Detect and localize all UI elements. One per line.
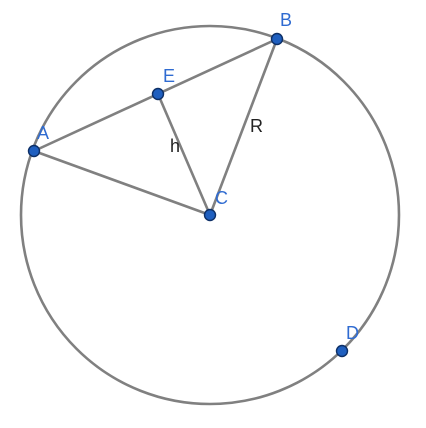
point-label-d: D (346, 323, 359, 343)
circle (19, 24, 401, 406)
segment-bc (208, 37, 279, 217)
segment-ac (32, 149, 212, 217)
point-e (151, 87, 165, 101)
point-b (270, 32, 284, 46)
point-label-b: B (280, 10, 292, 30)
point-d (335, 344, 349, 358)
segment-label-r: R (250, 116, 263, 136)
point-label-a: A (37, 123, 49, 143)
point-c (203, 208, 217, 222)
point-label-c: C (215, 188, 228, 208)
segment-ec (156, 92, 212, 217)
segment-label-h: h (170, 136, 180, 156)
point-a (27, 144, 41, 158)
point-label-e: E (163, 66, 175, 86)
